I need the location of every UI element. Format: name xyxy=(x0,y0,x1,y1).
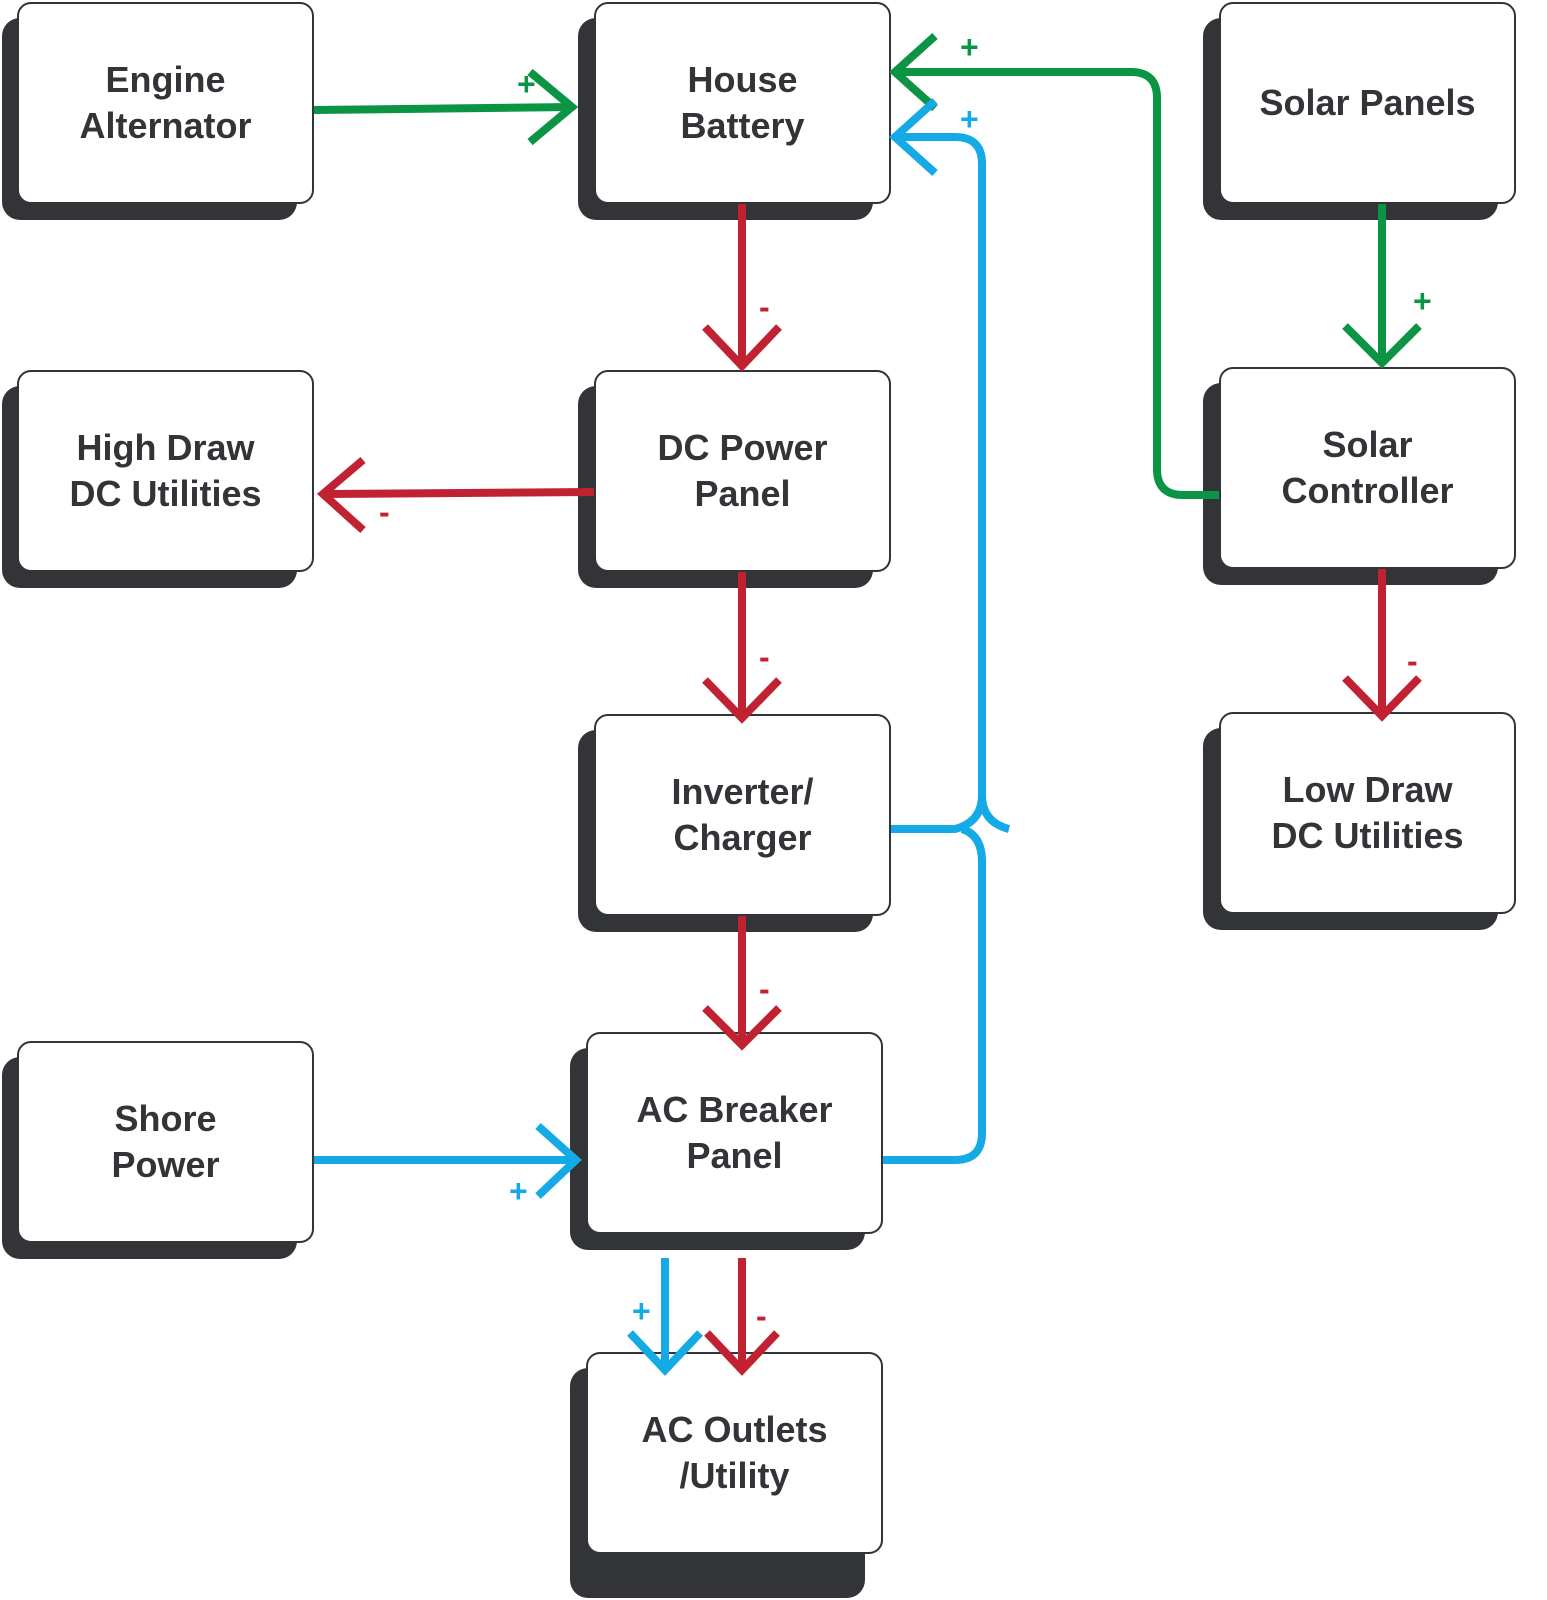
node-label: High Draw DC Utilities xyxy=(69,427,262,514)
wire-breaker-to-outlets-negative xyxy=(704,1258,780,1376)
wire-dc-panel-to-inverter xyxy=(702,572,782,724)
plus-sign: + xyxy=(960,101,979,137)
minus-sign: - xyxy=(756,1298,767,1334)
plus-sign: + xyxy=(1413,283,1432,319)
minus-sign: - xyxy=(759,289,770,325)
wire-inverter-to-breaker xyxy=(702,916,782,1051)
node-label: AC Outlets /Utility xyxy=(641,1409,828,1496)
wire-engine-to-battery xyxy=(313,68,579,146)
minus-sign: - xyxy=(1407,643,1418,679)
node-label: Inverter/ Charger xyxy=(671,771,814,858)
wire-dc-panel-to-high-draw xyxy=(316,456,595,533)
plus-sign: + xyxy=(517,66,536,102)
node-label: Shore Power xyxy=(111,1098,220,1185)
node-label: AC Breaker Panel xyxy=(636,1089,833,1176)
wire-breaker-to-outlets-positive xyxy=(627,1258,703,1376)
wire-battery-to-dc-panel xyxy=(702,204,782,372)
node-label: House Battery xyxy=(680,59,805,146)
plus-sign: + xyxy=(509,1173,528,1209)
node-label: Engine Alternator xyxy=(79,59,252,146)
node-label: DC Power Panel xyxy=(657,427,828,514)
wire-shore-to-breaker xyxy=(314,1123,582,1199)
wire-breaker-to-junction xyxy=(883,825,986,1164)
node-label: Solar Controller xyxy=(1281,424,1454,511)
wire-solar-controller-to-low-draw xyxy=(1342,569,1422,722)
plus-sign: + xyxy=(632,1293,651,1329)
minus-sign: - xyxy=(759,971,770,1007)
wire-solar-panels-to-controller xyxy=(1342,204,1422,369)
wire-inverter-breaker-to-battery xyxy=(889,98,1011,833)
node-label: Low Draw DC Utilities xyxy=(1271,769,1464,856)
plus-sign: + xyxy=(960,29,979,65)
wire-solar-controller-to-battery xyxy=(889,33,1219,499)
node-label: Solar Panels xyxy=(1259,82,1476,123)
minus-sign: - xyxy=(379,494,390,530)
minus-sign: - xyxy=(759,639,770,675)
